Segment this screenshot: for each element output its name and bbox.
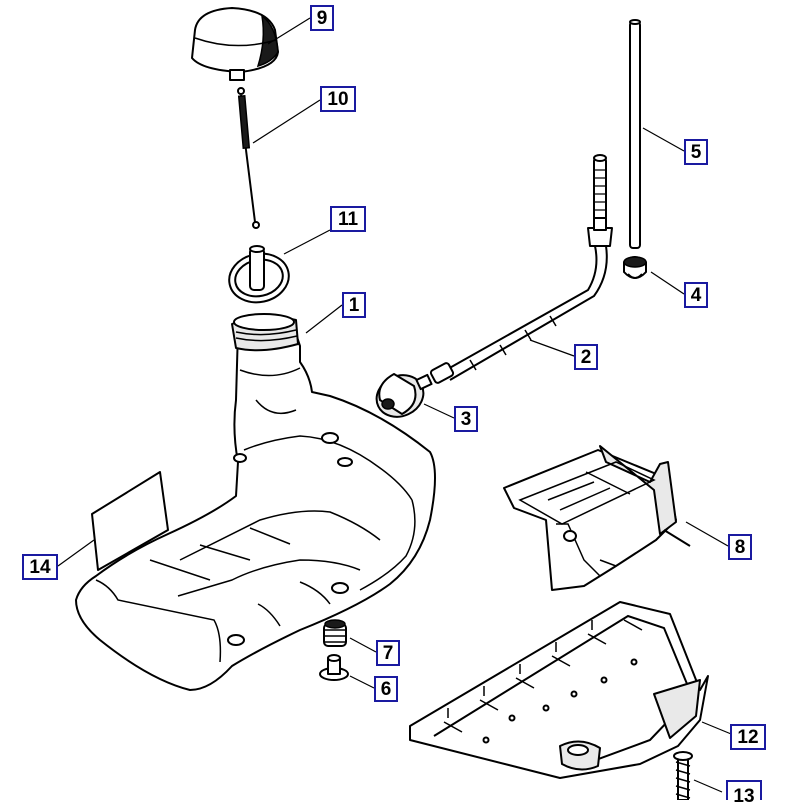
part-warning-label (91, 471, 169, 571)
part-mounting-bracket (503, 445, 691, 591)
callout-part-13: 13 (726, 780, 762, 807)
part-bushing (319, 654, 349, 681)
part-base-plate (409, 601, 709, 779)
callout-part-10: 10 (320, 86, 356, 112)
callout-part-1: 1 (342, 292, 366, 318)
part-cap-retainer-rod (237, 87, 260, 229)
part-threaded-insert (323, 619, 347, 647)
callout-part-11: 11 (330, 206, 366, 232)
callout-part-3: 3 (454, 406, 478, 432)
callout-part-8: 8 (728, 534, 752, 560)
callout-part-4: 4 (684, 282, 708, 308)
callout-part-14: 14 (22, 554, 58, 580)
part-long-rod (629, 19, 641, 249)
part-grommet (623, 256, 647, 279)
callout-part-2: 2 (574, 344, 598, 370)
callout-part-7: 7 (376, 640, 400, 666)
callout-part-6: 6 (374, 676, 398, 702)
part-filler-cap (191, 7, 279, 81)
part-fuel-tank (75, 313, 436, 691)
part-sealing-ring (228, 245, 290, 304)
part-fuel-hose (429, 154, 613, 384)
part-screw (673, 751, 693, 801)
callout-part-5: 5 (684, 139, 708, 165)
part-fuel-filter (375, 373, 433, 418)
callout-part-12: 12 (730, 724, 766, 750)
callout-part-9: 9 (310, 5, 334, 31)
leader-lines (57, 17, 737, 793)
